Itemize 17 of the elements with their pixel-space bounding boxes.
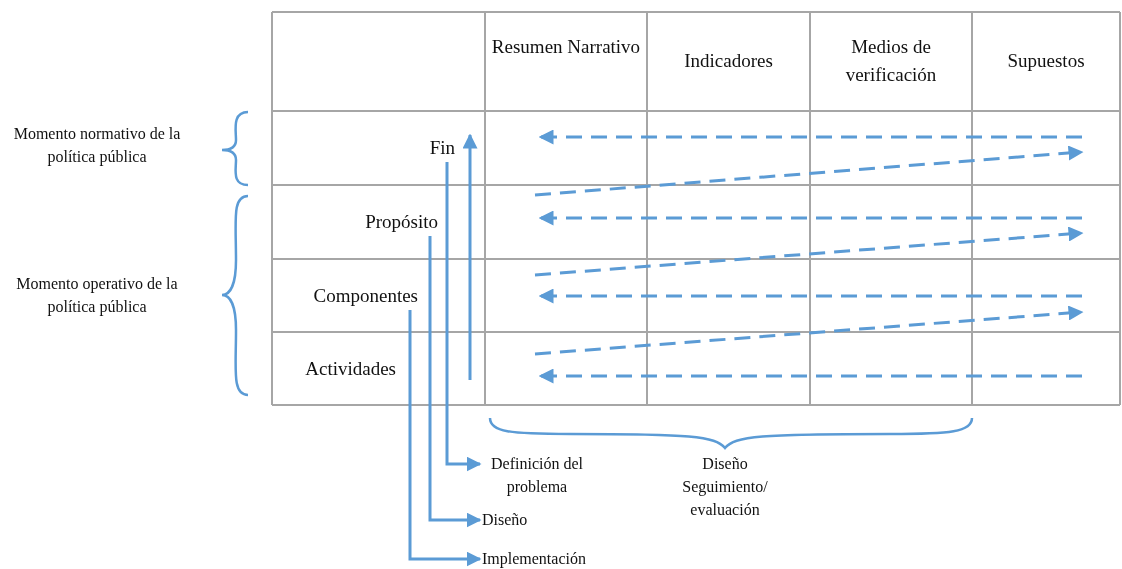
row-label: Componentes bbox=[313, 282, 418, 310]
leader-arrow bbox=[408, 310, 482, 567]
column-header: Resumen Narrativo bbox=[490, 35, 642, 59]
bracket-label: Diseño Seguimiento/ evaluación bbox=[681, 454, 769, 521]
column-header: Indicadores bbox=[683, 49, 774, 73]
leader-arrow bbox=[428, 236, 482, 528]
stage-label: Implementación bbox=[482, 547, 586, 569]
leader-arrow bbox=[445, 162, 482, 472]
stage-label: Definición del problema bbox=[482, 452, 592, 499]
bracket-label: Momento operativo de la política pública bbox=[15, 274, 179, 318]
row-label: Actividades bbox=[305, 355, 396, 383]
column-header: Supuestos bbox=[1006, 49, 1086, 73]
column-header: Medios de verificación bbox=[844, 35, 938, 87]
stage-label: Diseño bbox=[482, 508, 528, 532]
row-label: Fin bbox=[429, 134, 455, 162]
row-label: Propósito bbox=[365, 208, 438, 236]
bracket-label: Momento normativo de la política pública bbox=[12, 124, 182, 168]
